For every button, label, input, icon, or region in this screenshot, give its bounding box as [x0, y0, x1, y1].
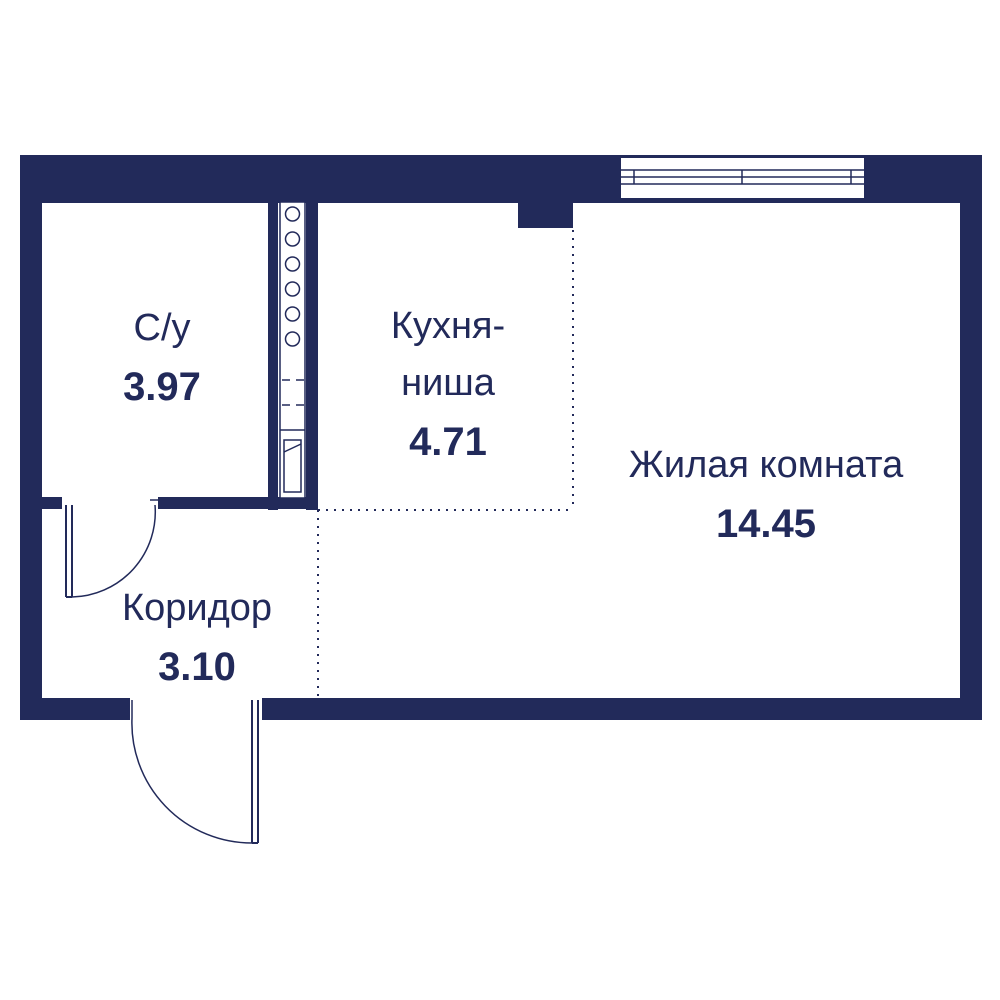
burner-icon — [284, 256, 301, 272]
bathroom-area: 3.97 — [123, 365, 201, 409]
kitchen-side-wall — [306, 200, 318, 510]
column — [518, 200, 573, 228]
bathroom-side-wall — [268, 200, 278, 510]
entrance-door — [125, 700, 259, 844]
bathroom-bottom-wall-right — [158, 497, 318, 509]
corridor-area: 3.10 — [158, 645, 236, 689]
burner-icon — [284, 231, 301, 247]
bathroom-door — [65, 499, 160, 598]
interior-walls — [42, 200, 318, 510]
kitchen-name-line2: ниша — [401, 362, 496, 404]
right-wall — [960, 155, 982, 720]
bathroom-name: С/у — [134, 307, 191, 349]
bathroom-bottom-wall-left — [42, 497, 62, 509]
living-room-name: Жилая комната — [629, 444, 904, 486]
bottom-wall-right — [262, 698, 982, 720]
kitchen-name-line1: Кухня- — [391, 305, 505, 347]
fridge-icon — [283, 439, 302, 493]
window — [619, 156, 866, 200]
zone-boundaries — [317, 230, 574, 698]
burner-icon — [284, 306, 301, 322]
burner-icon — [284, 281, 301, 297]
kitchen-appliances — [279, 201, 306, 499]
living-room-area: 14.45 — [716, 502, 816, 546]
left-wall — [20, 155, 42, 720]
burner-icon — [284, 331, 301, 347]
kitchen-area: 4.71 — [409, 420, 487, 464]
corridor-name: Коридор — [122, 587, 272, 629]
outer-walls — [20, 155, 982, 720]
bottom-wall-left — [20, 698, 130, 720]
burner-icon — [284, 206, 301, 222]
